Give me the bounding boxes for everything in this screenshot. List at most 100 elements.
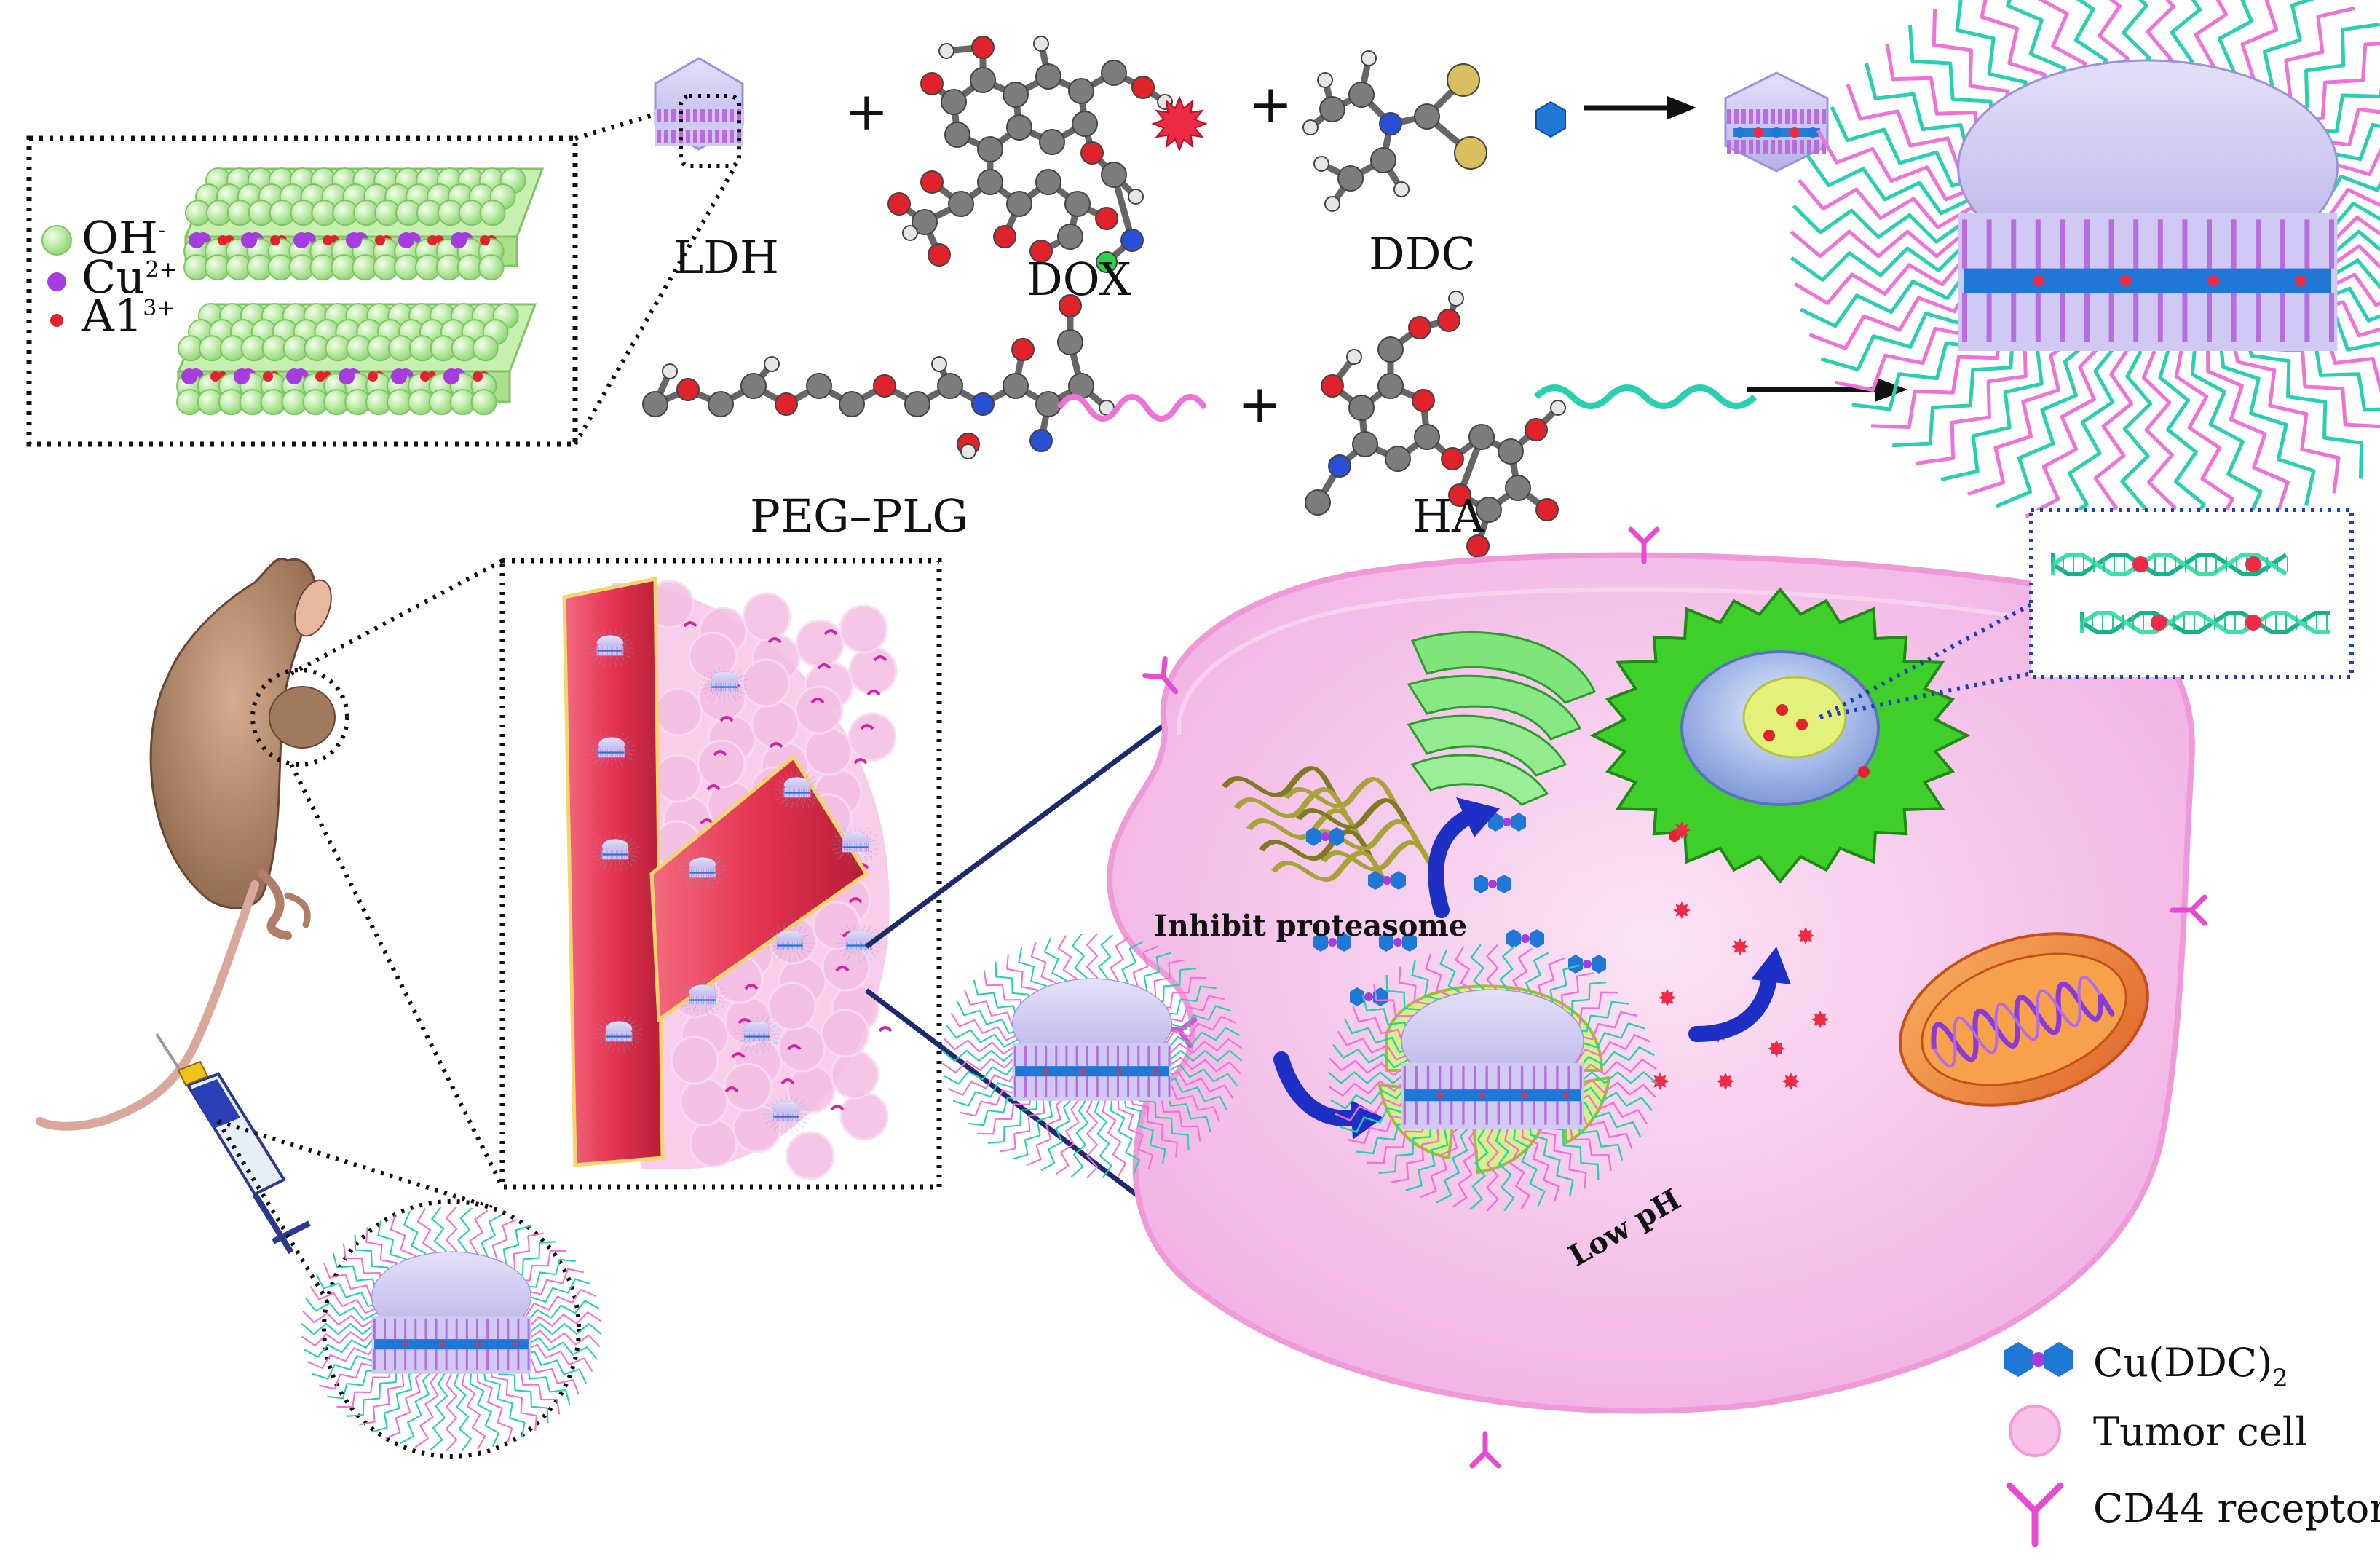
peg-plg-chain — [705, 1004, 710, 1017]
ha-chain — [756, 1041, 759, 1054]
cu-ddc-drug — [620, 1035, 621, 1038]
inset-frame — [26, 135, 578, 447]
atom — [1029, 429, 1053, 452]
peg-plg-chain — [445, 1373, 458, 1452]
atom — [920, 170, 944, 194]
ha-chain — [1094, 1100, 1112, 1179]
atom — [1348, 395, 1375, 421]
dox-drug — [606, 853, 609, 856]
cu-legend-label: Cu2+ — [82, 250, 178, 304]
ha-chain — [617, 1041, 620, 1054]
ddc-label: DDC — [1369, 227, 1476, 280]
atom — [1535, 498, 1559, 521]
ldh-core — [743, 1021, 771, 1042]
ldh-structure-inset: OH- Cu2+ A13+ — [26, 135, 578, 447]
al-ion — [368, 371, 378, 382]
atom — [708, 391, 734, 417]
cu-ddc-drug — [384, 1341, 390, 1347]
dox-molecule-dot — [1717, 1073, 1734, 1090]
atom — [904, 391, 930, 417]
dox-drug — [755, 1035, 756, 1038]
tumor-cell-blob — [689, 1118, 738, 1168]
peg-plg-chain — [1486, 1129, 1499, 1212]
circulating-nanoparticle — [834, 923, 884, 963]
ldh-nanosheet — [654, 57, 744, 168]
dox-drug — [706, 872, 708, 874]
dox-drug — [863, 944, 864, 947]
cu-ion — [189, 232, 205, 248]
polymer-shell — [1327, 944, 1658, 1212]
dox-drug — [1562, 1092, 1569, 1099]
dox-molecule — [887, 36, 1173, 273]
cu-ddc-drug — [1025, 1068, 1031, 1074]
peg-plg-chain — [604, 757, 609, 769]
syringe — [155, 1033, 311, 1255]
cd44-receptor — [1628, 526, 1660, 564]
atom — [1361, 50, 1377, 66]
ha-chain — [701, 1005, 704, 1017]
legend-label-tumor-cell: Tumor cell — [2093, 1409, 2307, 1455]
atom — [912, 209, 938, 235]
ha-chain — [842, 850, 850, 861]
ldh-core — [1401, 989, 1584, 1129]
circulating-nanoparticle — [678, 978, 727, 1017]
atom — [1039, 129, 1065, 155]
dox-drug — [2120, 275, 2132, 287]
cu-ddc-dimer — [1306, 827, 1344, 846]
peg-plg-chain — [1562, 1034, 1651, 1065]
atom — [1033, 36, 1049, 52]
peg-plg-chain — [512, 1289, 596, 1317]
ha-chain — [723, 692, 726, 704]
hydroxide-sphere — [470, 389, 497, 416]
ha-chain — [453, 1373, 472, 1452]
cu-ddc-drug — [746, 1035, 747, 1038]
dox-intercalated — [2132, 556, 2148, 572]
peg-plg-chain — [1128, 1092, 1178, 1158]
blood-vessel — [562, 576, 665, 1167]
peg-plg-label: PEG–PLG — [750, 489, 968, 542]
ha-chain — [784, 796, 792, 807]
dox-drug — [850, 944, 853, 947]
cd44-receptor — [1469, 1431, 1501, 1469]
nanoparticle-in-syringe — [301, 1206, 602, 1452]
tumor-cell-blob — [742, 592, 791, 642]
ldh-layer-bottom — [176, 303, 537, 416]
cu-ddc-dimer — [1368, 871, 1406, 890]
polymer-fragment — [848, 897, 863, 904]
ha-chain — [614, 859, 617, 872]
peg-plg-chain — [727, 691, 732, 704]
atom — [662, 363, 678, 379]
cu-ddc-drug — [775, 1116, 776, 1118]
cu-ddc-drug — [791, 944, 792, 947]
ha-chain — [1436, 1126, 1471, 1204]
hydroxide-sphere — [479, 200, 506, 226]
atom — [1525, 418, 1548, 441]
dox-drug — [2207, 275, 2219, 287]
dox-intercalated — [2245, 556, 2261, 572]
peg-plg-chain — [1000, 1092, 1055, 1153]
ha-molecule — [1305, 291, 1566, 558]
polymer-fragment — [731, 1052, 746, 1059]
cu-ddc-dimer — [1379, 933, 1417, 952]
dox-molecule-dot — [1651, 1073, 1669, 1090]
peg-plg-chain — [614, 757, 619, 770]
dna-strand — [2051, 553, 2288, 576]
atom — [1302, 119, 1319, 135]
atom — [1348, 82, 1375, 108]
al-ion — [270, 235, 280, 245]
peg-plg-chain — [617, 859, 622, 872]
peg-plg-chain — [788, 1121, 794, 1134]
proteasome-fiber — [1286, 778, 1399, 809]
atom — [941, 89, 967, 115]
atom — [1072, 111, 1098, 137]
cu-ddc-drug — [605, 650, 606, 652]
cu-ion — [234, 368, 250, 384]
peg-plg-chain — [790, 797, 795, 809]
polymer-shell — [678, 978, 727, 1017]
al-ion — [375, 235, 385, 245]
dox-drug-icon — [1151, 95, 1208, 152]
dox-drug — [778, 1116, 780, 1118]
zoom-line — [864, 722, 1167, 949]
proteasome-fiber — [1236, 788, 1349, 819]
polymer-fragment — [810, 698, 825, 704]
